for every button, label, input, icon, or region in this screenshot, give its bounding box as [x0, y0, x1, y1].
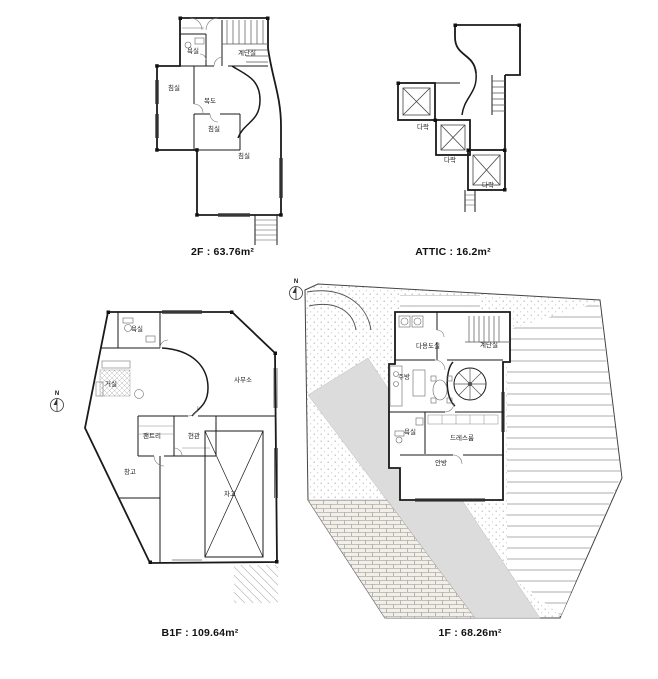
north-arrow: N: [289, 279, 303, 300]
road-curves: [306, 290, 372, 331]
wall-piers: [106, 310, 279, 564]
room-label-master-bedroom: 안방: [435, 458, 447, 467]
room-labels: 다락 다락 다락: [417, 122, 494, 189]
room-label-bedroom-2: 침실: [208, 124, 220, 133]
dining-set: [430, 375, 453, 404]
plan-attic-drawing: 다락 다락 다락: [396, 23, 521, 212]
room-label-corridor: 복도: [204, 97, 216, 105]
windows: [155, 80, 283, 217]
room-label-living: 거실: [105, 379, 117, 388]
stair: [465, 316, 510, 343]
exterior-stub: [464, 190, 476, 212]
room-label-utility: 다용도실: [416, 341, 440, 350]
room-label-kitchen: 주방: [398, 372, 410, 381]
room-label-storage: 창고: [124, 468, 136, 476]
inner-walls: [180, 20, 268, 151]
bath-fixtures: [182, 27, 205, 49]
inner-walls: [435, 72, 493, 116]
room-label-dressroom: 드레스룸: [450, 433, 474, 442]
caption-1f: 1F : 68.26m²: [438, 627, 502, 639]
room-labels: 욕실 거실 사무소 팬트리 현관 창고 차고: [105, 324, 252, 498]
terrace-stripes: [400, 295, 621, 616]
north-label: N: [55, 391, 59, 397]
room-label-pantry: 팬트리: [143, 431, 161, 440]
parking-bay: [204, 430, 264, 558]
doors: [153, 339, 199, 467]
spiral-stair: [453, 367, 487, 401]
wardrobe: [427, 414, 499, 425]
room-label-bedroom-3: 침실: [238, 151, 250, 160]
north-label: N: [294, 279, 298, 285]
building-inner-walls: [389, 312, 503, 456]
outer-walls: [397, 24, 521, 191]
room-label-attic-1: 다락: [417, 122, 429, 131]
plan-1f-drawing: N 다용도실 계단실 주방 욕실 드레스룸 안방: [289, 279, 623, 619]
room-labels: 다용도실 계단실 주방 욕실 드레스룸 안방: [398, 340, 498, 467]
windows: [415, 392, 505, 502]
bath-fixtures: [394, 417, 424, 444]
brick-pavement: [307, 499, 476, 619]
attic-hatch-boxes: [402, 87, 501, 186]
doors: [189, 17, 224, 123]
windows: [162, 310, 278, 563]
plan-2f-drawing: 욕실 계단실 침실 복도 침실 침실: [155, 16, 283, 245]
caption-b1f: B1F : 109.64m²: [161, 627, 239, 639]
room-label-attic-2: 다락: [444, 155, 456, 164]
room-label-bath: 욕실: [131, 324, 143, 333]
kitchen-fixtures: [389, 365, 426, 407]
room-label-bath: 욕실: [187, 46, 199, 55]
exterior-stair: [254, 215, 278, 245]
stair: [492, 80, 505, 112]
outer-walls: [156, 17, 282, 216]
caption-attic: ATTIC : 16.2m²: [415, 246, 491, 258]
room-label-entrance: 현관: [188, 431, 200, 440]
utility-fixtures: [398, 315, 424, 328]
wall-piers: [155, 16, 283, 217]
room-label-attic-3: 다락: [482, 180, 494, 189]
ramp-hatch: [234, 565, 278, 603]
room-label-office: 사무소: [234, 375, 252, 384]
bath-fixtures: [122, 317, 156, 343]
room-label-stair-hall: 계단실: [238, 48, 256, 57]
inner-walls: [101, 312, 275, 563]
room-label-bedroom-1: 침실: [168, 83, 180, 92]
living-furniture: [95, 360, 144, 399]
room-label-stair-hall: 계단실: [480, 340, 498, 349]
plan-b1f-drawing: N 욕실 거실 사무소 팬트리 현관 창고 차고: [50, 310, 279, 603]
doors: [434, 329, 463, 465]
wall-piers: [396, 23, 521, 192]
caption-2f: 2F : 63.76m²: [190, 246, 255, 258]
room-labels: 욕실 계단실 침실 복도 침실 침실: [168, 46, 256, 160]
building-outer-walls: [388, 311, 511, 501]
stair: [222, 20, 268, 63]
north-arrow: N: [50, 391, 64, 412]
room-label-garage: 차고: [224, 489, 236, 498]
room-label-bath: 욕실: [404, 427, 416, 436]
